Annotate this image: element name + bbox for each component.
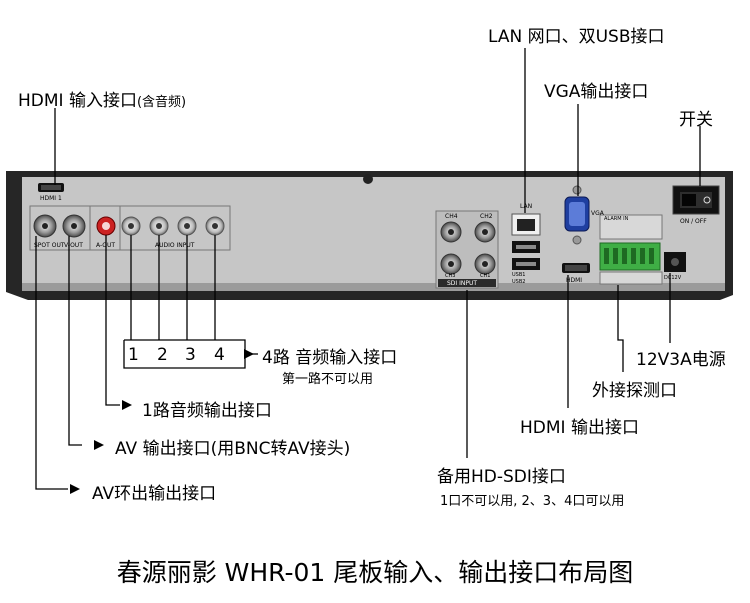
audio-number-2: 2: [157, 345, 168, 365]
panel-label-usb1: USB1: [512, 272, 526, 278]
panel-label-audio-input: AUDIO INPUT: [155, 242, 195, 249]
diagram-caption: 春源丽影 WHR-01 尾板输入、输出接口布局图: [116, 558, 634, 587]
callout-audio-in-note: 第一路不可以用: [282, 372, 374, 387]
callout-av-out: AV 输出接口(用BNC转AV接头): [115, 439, 351, 459]
callout-av-loop: AV环出输出接口: [92, 484, 217, 504]
audio-number-1: 1: [128, 345, 139, 365]
callout-hdmi-input: HDMI 输入接口(含音频): [18, 86, 186, 111]
audio-number-4: 4: [214, 345, 225, 365]
audio-number-3: 3: [185, 345, 196, 365]
panel-label-sdi-input: SDI INPUT: [447, 280, 478, 287]
panel-label-a-out: A-OUT: [96, 242, 116, 249]
callout-power: 12V3A电源: [636, 350, 726, 370]
callout-alarm: 外接探测口: [592, 381, 677, 401]
panel-label-usb2: USB2: [512, 279, 526, 285]
callout-sdi-note: 1口不可以用, 2、3、4口可以用: [440, 494, 625, 509]
panel-label-hdmi1: HDMI 1: [40, 195, 62, 202]
callout-hdmi-output: HDMI 输出接口: [520, 418, 639, 438]
panel-label-alarm-in: ALARM IN: [604, 216, 629, 222]
audio-number-row: 1 2 3 4: [128, 345, 246, 367]
panel-label-dc12v: DC12V: [664, 275, 682, 281]
panel-label-spot-out: SPOT OUT: [34, 242, 65, 249]
panel-label-ch3: CH3: [445, 273, 456, 279]
panel-label-v-out: V-OUT: [64, 242, 83, 249]
panel-label-ch1: CH1: [480, 273, 491, 279]
panel-label-lan: LAN: [520, 203, 533, 210]
callout-power-switch: 开关: [679, 110, 713, 130]
chassis-screw: [363, 174, 373, 184]
callout-audio-in-title: 4路 音频输入接口: [262, 348, 398, 368]
callout-hdmi-input-note: (含音频): [136, 95, 187, 110]
panel-label-vga: VGA: [591, 210, 604, 217]
panel-label-hdmi: HDMI: [566, 277, 583, 284]
panel-label-ch4: CH4: [445, 213, 458, 220]
callout-sdi: 备用HD-SDI接口: [437, 467, 566, 487]
callout-vga: VGA输出接口: [544, 82, 649, 102]
panel-label-ch2: CH2: [480, 213, 493, 220]
panel-label-on-off: ON / OFF: [680, 218, 707, 225]
callout-hdmi-input-title: HDMI 输入接口: [18, 91, 137, 111]
callout-audio-out: 1路音频输出接口: [142, 401, 272, 421]
callout-lan-usb: LAN 网口、双USB接口: [488, 27, 665, 47]
